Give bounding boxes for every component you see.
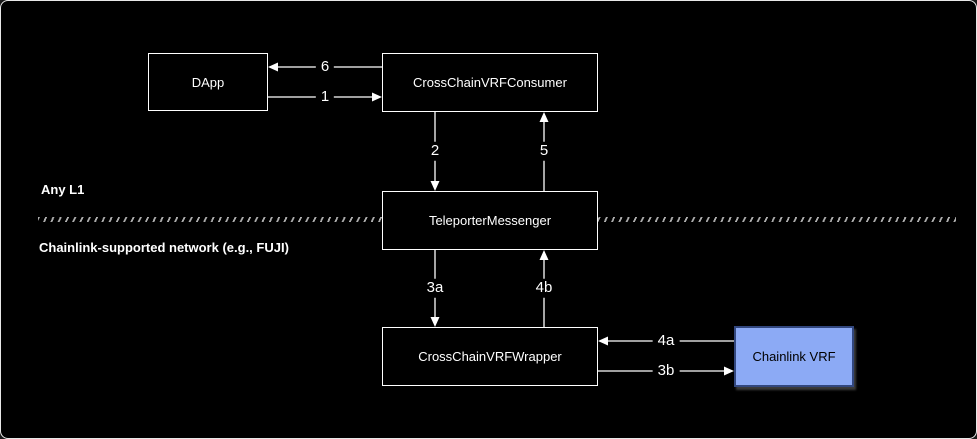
region-label-any-l1: Any L1 <box>41 182 85 197</box>
node-teleporter-label: TeleporterMessenger <box>428 213 552 228</box>
edge-6-arrowhead <box>268 62 278 72</box>
node-dapp-label: DApp <box>191 74 225 90</box>
edge-label-5: 5 <box>534 141 554 161</box>
node-crosschainvrfconsumer: CrossChainVRFConsumer <box>382 53 598 112</box>
region-label-chainlink-network: Chainlink-supported network (e.g., FUJI) <box>39 240 289 255</box>
node-wrapper-label: CrossChainVRFWrapper <box>418 349 562 364</box>
edge-label-1: 1 <box>315 87 335 107</box>
node-crosschainvrfwrapper: CrossChainVRFWrapper <box>382 327 598 386</box>
edge-3a-arrowhead <box>430 317 440 327</box>
edge-2-arrowhead <box>430 181 440 191</box>
node-teleportermessenger: TeleporterMessenger <box>382 191 598 250</box>
edge-label-4a: 4a <box>652 331 680 351</box>
edge-1-arrowhead <box>372 92 382 102</box>
edge-label-2: 2 <box>425 141 445 161</box>
node-consumer-label: CrossChainVRFConsumer <box>413 75 567 90</box>
node-dapp: DApp <box>148 53 268 111</box>
edge-label-6: 6 <box>315 57 335 77</box>
edge-3b-arrowhead <box>724 366 734 376</box>
edge-5-arrowhead <box>539 112 549 122</box>
edge-label-4b: 4b <box>530 278 558 298</box>
edge-label-3b: 3b <box>652 361 680 381</box>
node-chainlink-vrf: Chainlink VRF <box>734 326 854 387</box>
edge-4b-arrowhead <box>539 250 549 260</box>
edge-4a-arrowhead <box>598 336 608 346</box>
edge-label-3a: 3a <box>421 278 449 298</box>
node-chainlink-label: Chainlink VRF <box>752 349 836 364</box>
